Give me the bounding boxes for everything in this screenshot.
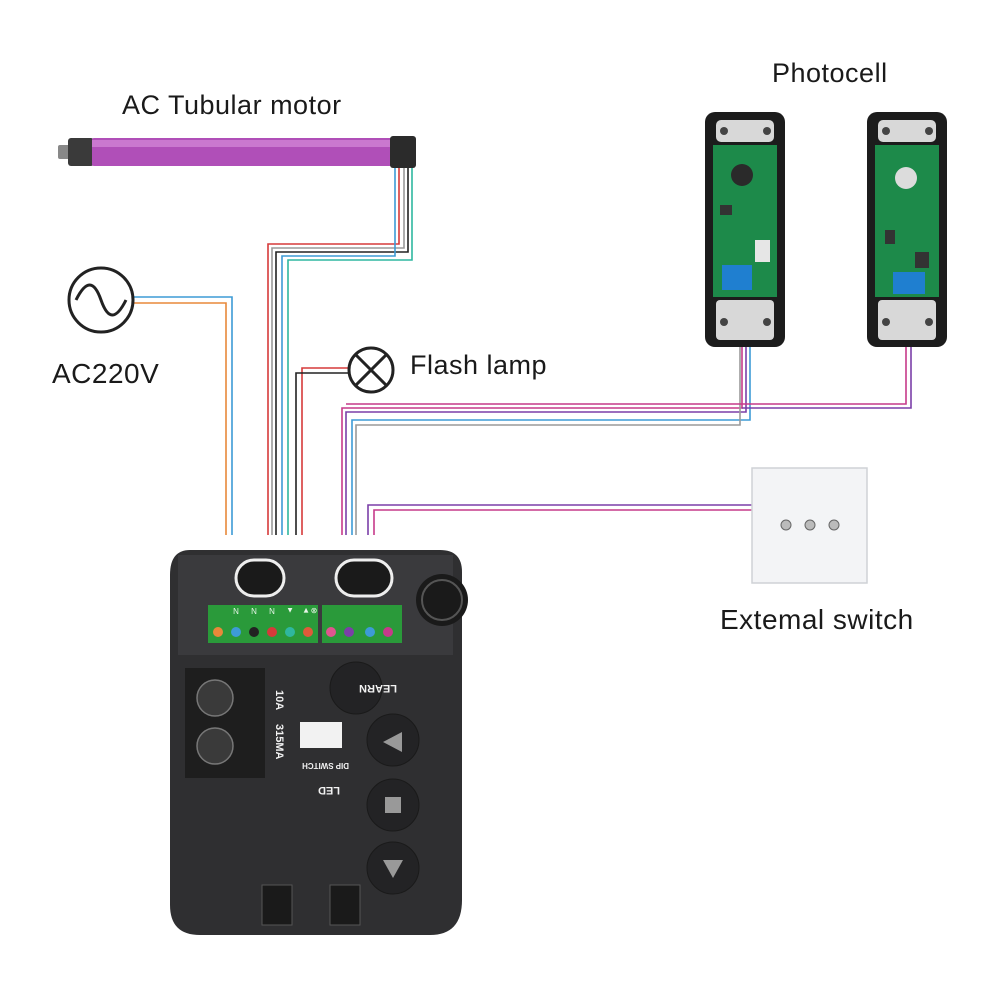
power-wires xyxy=(134,296,233,535)
terminal-mark: N xyxy=(251,606,257,615)
fuse-rating-315ma: 315MA xyxy=(273,724,285,760)
led-label: LED xyxy=(318,784,340,796)
photocell-label: Photocell xyxy=(772,58,888,88)
external-switch-panel xyxy=(751,467,868,584)
terminal-mark: ▼ xyxy=(302,606,310,615)
terminal-mark: N xyxy=(269,606,275,615)
fuse-rating-10a: 10A xyxy=(273,690,285,710)
flash-lamp-label: Flash lamp xyxy=(410,350,548,380)
terminal-mark: ▲ xyxy=(286,606,294,615)
switch-wires xyxy=(367,504,752,535)
photocell-wires xyxy=(341,345,912,535)
control-box xyxy=(170,550,468,935)
photocell-receiver xyxy=(867,112,947,347)
flash-lamp-symbol xyxy=(347,346,395,394)
terminal-connectors xyxy=(213,627,393,637)
terminal-mark: ⊗ xyxy=(311,606,318,615)
dip-switch-label: DIP SWITCH xyxy=(302,761,349,770)
terminal-mark: N xyxy=(233,606,239,615)
motor-label: AC Tubular motor xyxy=(122,90,342,120)
learn-label: LEARN xyxy=(359,682,397,694)
photocell-transmitter xyxy=(705,112,785,347)
tubular-motor xyxy=(58,136,416,168)
motor-wires xyxy=(267,165,413,535)
terminal-marks: N N N ▲ ▼⊗ xyxy=(233,606,317,615)
ac-source-symbol xyxy=(67,266,135,334)
flash-lamp-wires xyxy=(295,367,350,535)
power-label: AC220V xyxy=(52,358,160,389)
external-switch-label: Extemal switch xyxy=(720,604,914,635)
